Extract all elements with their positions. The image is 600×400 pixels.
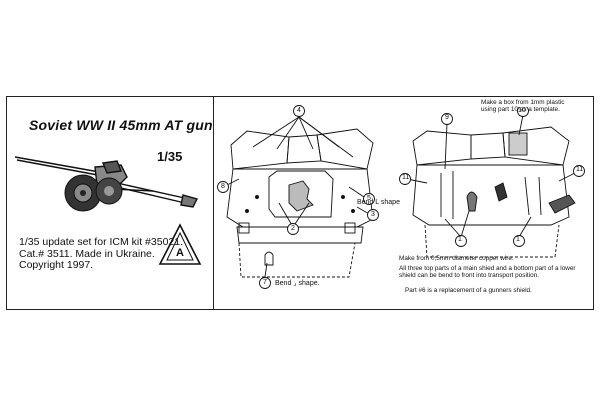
callout-10: 10	[518, 107, 526, 114]
bend-l-note: Bend L shape	[357, 199, 400, 206]
callout-3: 3	[371, 211, 375, 218]
scale-label: 1/35	[157, 149, 183, 164]
callout-8: 8	[221, 183, 225, 190]
callout-1: 1	[458, 236, 462, 243]
kit-info: 1/35 update set for ICM kit #35021. Cat.…	[19, 236, 184, 272]
callout-9: 9	[445, 114, 449, 121]
note-part6: Part #6 is a replacement of a gunners sh…	[405, 287, 532, 294]
note-shield-transport: All three top parts of a main shied and …	[399, 265, 576, 280]
callout-5: 5	[367, 195, 371, 202]
callout-2: 2	[291, 225, 295, 232]
kit-info-line: Cat.# 3511. Made in Ukraine.	[19, 247, 155, 260]
callout-11: 11	[402, 174, 410, 181]
kit-info-line: Copyright 1997.	[19, 259, 94, 271]
callout-markers	[217, 105, 379, 289]
shield-front-diagram	[217, 105, 379, 289]
note-box-template: Make a box from 1mm plastic using part 1…	[481, 99, 565, 114]
callout-11: 11	[576, 166, 584, 173]
manufacturer-logo: A	[158, 223, 202, 265]
kit-info-line: 1/35 update set for ICM kit #35021.	[19, 236, 184, 248]
note-copper-wire: Make from 0,5mm diameter copper wire.	[399, 255, 514, 262]
callout-1: 1	[516, 236, 520, 243]
at-gun-illustration	[14, 156, 199, 212]
callout-4: 4	[297, 107, 301, 114]
title-panel: Soviet WW II 45mm AT gun 1/35 1/3	[7, 97, 214, 309]
instruction-sheet: Soviet WW II 45mm AT gun 1/35 1/3	[6, 96, 594, 310]
sheet-title: Soviet WW II 45mm AT gun	[29, 117, 213, 133]
svg-text:A: A	[176, 247, 184, 259]
bend-r-note: Bend ⌟ shape.	[275, 280, 320, 287]
callout-7: 7	[263, 279, 267, 286]
shield-rear-diagram	[399, 107, 585, 258]
